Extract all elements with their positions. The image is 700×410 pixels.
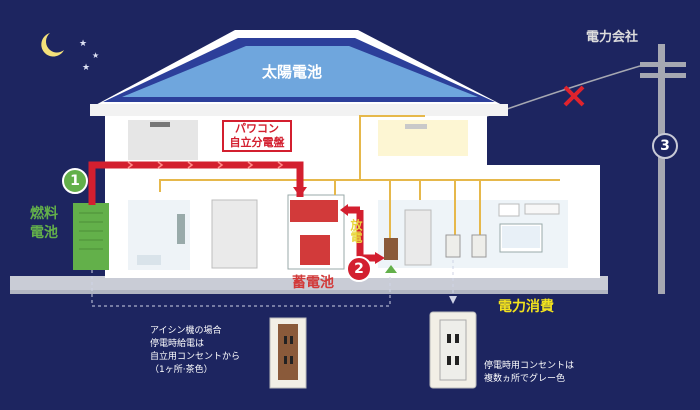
battery-number-badge: 2 <box>346 256 372 282</box>
power-conditioner-label-line1: パワコン <box>235 122 279 135</box>
star-icon: ★ <box>79 39 87 49</box>
night-sky: ★ ★ ★ <box>41 33 99 73</box>
fuel-cell-label: 燃料 電池 <box>30 206 58 241</box>
utility-number-badge: 3 <box>652 133 678 159</box>
gray-outlet <box>445 234 461 258</box>
moon-icon <box>41 33 64 57</box>
solar-panel-label: 太陽電池 <box>262 63 323 81</box>
solar-panel <box>122 46 478 97</box>
gray-outlet-caption: 停電時用コンセントは 複数ヵ所でグレー色 <box>484 361 575 384</box>
wiring <box>159 115 560 238</box>
fuel-cell-unit <box>73 203 109 270</box>
power-conditioner <box>290 200 338 222</box>
closet <box>211 199 258 269</box>
fuel-cell-number-badge: 1 <box>62 168 88 194</box>
power-consumption-label: 電力消費 <box>498 299 554 315</box>
aisin-caption: アイシン機の場合 停電時給電は 自立用コンセントから （1ヶ所·茶色） <box>150 326 241 375</box>
brown-outlet-illustration <box>269 317 307 389</box>
storage-battery <box>300 235 330 265</box>
power-conditioner-label: パワコン 自立分電盤 <box>222 120 292 152</box>
blocked-line-icon <box>563 85 585 107</box>
gray-outlet <box>471 234 487 258</box>
discharge-label: 放電 <box>349 219 363 243</box>
up-arrow-icon <box>385 265 397 273</box>
ground <box>10 276 608 294</box>
power-conditioner-label-line2: 自立分電盤 <box>229 136 285 149</box>
star-icon: ★ <box>82 63 90 73</box>
power-company-label: 電力会社 <box>586 30 639 45</box>
storage-battery-label: 蓄電池 <box>292 275 334 291</box>
dotted-connection <box>91 260 454 307</box>
gray-outlet-illustration <box>429 311 477 389</box>
star-icon: ★ <box>92 51 99 60</box>
brown-outlet <box>384 238 398 260</box>
